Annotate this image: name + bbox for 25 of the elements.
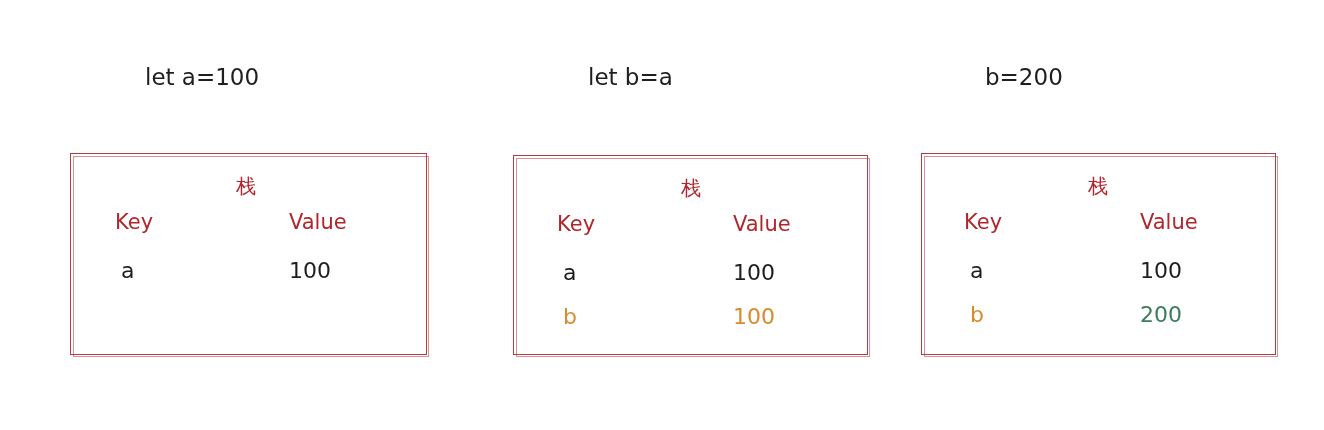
- column-heading: Key: [557, 212, 596, 238]
- value-text: 100: [1140, 258, 1182, 285]
- stack-heading: 栈: [1088, 174, 1108, 198]
- column-heading: Value: [1140, 210, 1198, 236]
- code-statement: let b=a: [588, 64, 673, 92]
- value-text: 100: [733, 304, 775, 331]
- key-text: b: [970, 302, 984, 329]
- stack-heading: 栈: [236, 174, 256, 198]
- value-text: 100: [289, 258, 331, 285]
- value-text: 100: [733, 260, 775, 287]
- value-text: 200: [1140, 302, 1182, 329]
- key-text: a: [121, 258, 135, 285]
- key-text: b: [563, 304, 577, 331]
- key-text: a: [970, 258, 984, 285]
- column-heading: Value: [733, 212, 791, 238]
- code-statement: let a=100: [145, 64, 260, 92]
- stack-table-frame: [921, 153, 1276, 355]
- stack-table-frame: [513, 155, 868, 355]
- key-text: a: [563, 260, 577, 287]
- column-heading: Key: [964, 210, 1003, 236]
- code-statement: b=200: [985, 64, 1063, 92]
- stack-heading: 栈: [681, 176, 701, 200]
- column-heading: Key: [115, 210, 154, 236]
- stack-table-frame: [70, 153, 427, 355]
- column-heading: Value: [289, 210, 347, 236]
